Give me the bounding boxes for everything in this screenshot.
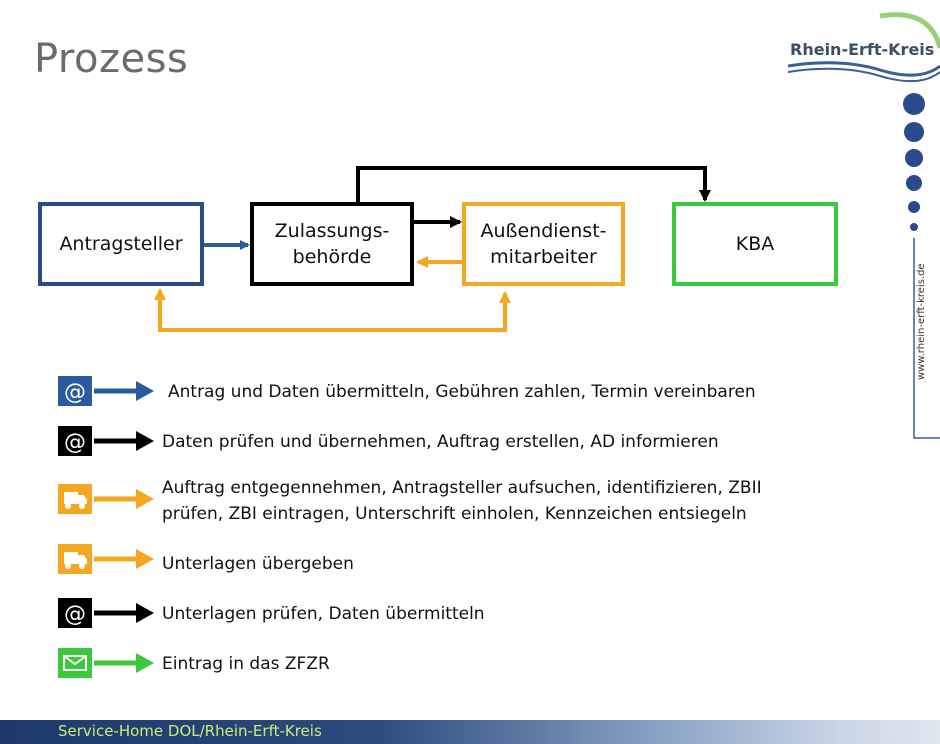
legend-text-line1: Auftrag entgegennehmen, Antragsteller au…	[162, 478, 762, 498]
node-kba: KBA	[672, 202, 838, 286]
dot	[904, 122, 924, 142]
dot	[908, 201, 920, 213]
node-antragsteller-label: Antragsteller	[59, 233, 183, 255]
footer-bar: Service-Home DOL/Rhein-Erft-Kreis 7	[0, 720, 940, 744]
footer-text: Service-Home DOL/Rhein-Erft-Kreis	[58, 722, 322, 740]
arrow-zulassung-to-kba	[356, 166, 711, 202]
legend-row	[58, 544, 158, 576]
slide-title: Prozess	[34, 36, 189, 82]
truck-icon	[58, 484, 154, 514]
legend-text: Daten prüfen und übernehmen, Auftrag ers…	[162, 432, 719, 452]
arrow-loop-to-antragsteller-head	[154, 288, 166, 300]
legend-text: Antrag und Daten übermitteln, Gebühren z…	[168, 382, 756, 402]
svg-text:@: @	[64, 430, 86, 455]
node-aussendienst-label-line1: Außendienst-	[480, 220, 607, 242]
node-zulassungsbehoerde: Zulassungs- behörde	[250, 202, 414, 286]
dot	[910, 223, 918, 231]
legend-text-line2: prüfen, ZBI eintragen, Unterschrift einh…	[162, 504, 747, 524]
node-antragsteller: Antragsteller	[38, 202, 204, 286]
node-zulassung-label-line1: Zulassungs-	[274, 220, 390, 242]
email-at-icon: @	[58, 598, 154, 628]
legend-text: Unterlagen prüfen, Daten übermitteln	[162, 604, 485, 624]
dot	[906, 175, 922, 191]
legend-row	[58, 484, 158, 516]
logo-text: Rhein-Erft-Kreis	[790, 40, 935, 59]
legend-row: @	[58, 598, 158, 630]
arrow-loop-to-aussendienst	[158, 290, 511, 332]
dot	[905, 149, 923, 167]
svg-text:@: @	[64, 602, 86, 627]
url-bracket	[913, 238, 940, 439]
svg-text:@: @	[64, 380, 86, 405]
envelope-icon	[58, 648, 154, 678]
truck-icon	[58, 544, 154, 574]
legend-row: @	[58, 426, 158, 458]
page-number: 7	[886, 726, 892, 736]
email-at-icon: @	[58, 426, 154, 456]
legend-row	[58, 648, 158, 680]
legend-text: Eintrag in das ZFZR	[162, 654, 330, 674]
dot	[903, 93, 925, 115]
legend-text: Unterlagen übergeben	[162, 554, 354, 574]
node-aussendienstmitarbeiter: Außendienst- mitarbeiter	[462, 202, 625, 286]
node-kba-label: KBA	[735, 233, 775, 255]
node-aussendienst-label-line2: mitarbeiter	[490, 246, 597, 268]
email-at-icon: @	[58, 376, 154, 406]
logo-swoosh	[787, 12, 940, 83]
decorative-dots	[903, 93, 925, 231]
legend-row: @	[58, 376, 158, 408]
node-zulassung-label-line2: behörde	[292, 246, 372, 268]
